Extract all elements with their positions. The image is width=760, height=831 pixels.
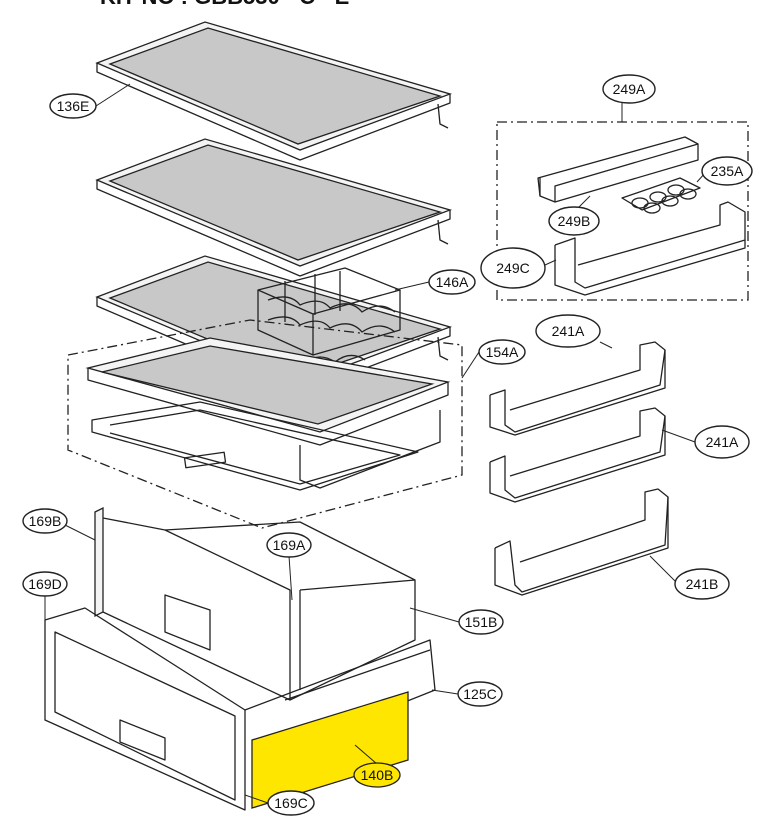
- svg-text:125C: 125C: [463, 686, 496, 702]
- door-bin-241A-top: [489, 341, 666, 436]
- svg-text:136E: 136E: [57, 98, 90, 114]
- label-140B: 140B: [353, 762, 401, 788]
- svg-text:249A: 249A: [613, 81, 646, 97]
- svg-text:169B: 169B: [29, 513, 62, 529]
- label-241A-mid: 241A: [694, 425, 750, 459]
- door-bin-241B: [494, 488, 669, 596]
- leader-lines: [44, 83, 706, 804]
- crisper-cover-boundary: [67, 319, 463, 529]
- svg-text:241A: 241A: [552, 323, 585, 339]
- svg-text:241A: 241A: [706, 434, 739, 450]
- label-235A: 235A: [701, 156, 753, 186]
- glass-shelf-136E: [95, 21, 453, 161]
- label-125C: 125C: [457, 681, 503, 707]
- label-249B: 249B: [548, 206, 600, 236]
- glass-shelf-middle: [95, 138, 453, 277]
- svg-text:146A: 146A: [436, 274, 469, 290]
- label-249A: 249A: [602, 74, 656, 104]
- label-241B: 241B: [674, 568, 730, 600]
- svg-text:241B: 241B: [686, 576, 719, 592]
- label-136E: 136E: [49, 93, 97, 119]
- dairy-bin-249C: [554, 201, 746, 296]
- label-169D: 169D: [22, 571, 68, 597]
- label-169C: 169C: [267, 790, 315, 816]
- svg-text:154A: 154A: [486, 344, 519, 360]
- drawer-front-140B-highlight: [251, 691, 409, 809]
- label-151B: 151B: [458, 609, 504, 635]
- svg-text:169C: 169C: [274, 795, 307, 811]
- diagram-title: KIT NO : GBB530 - C - E: [100, 0, 349, 9]
- svg-text:140B: 140B: [361, 767, 394, 783]
- label-169B: 169B: [22, 508, 68, 534]
- svg-text:249C: 249C: [496, 260, 529, 276]
- door-bin-group-boundary: [496, 121, 749, 301]
- svg-text:249B: 249B: [558, 213, 591, 229]
- dairy-door-249B: [537, 136, 699, 203]
- egg-tray-235A: [621, 177, 701, 214]
- door-bin-241A-mid: [489, 407, 666, 503]
- label-241A-top: 241A: [535, 314, 601, 348]
- label-154A: 154A: [478, 339, 526, 365]
- svg-text:169A: 169A: [273, 537, 306, 553]
- svg-text:235A: 235A: [711, 163, 744, 179]
- svg-text:169D: 169D: [28, 576, 61, 592]
- label-169A: 169A: [266, 532, 312, 558]
- crisper-drawer-151B: [94, 506, 416, 701]
- wine-rack-146A: [257, 267, 401, 363]
- svg-text:151B: 151B: [465, 614, 498, 630]
- label-146A: 146A: [428, 269, 476, 295]
- crisper-cover-154A: [85, 337, 451, 491]
- label-249C: 249C: [480, 247, 546, 289]
